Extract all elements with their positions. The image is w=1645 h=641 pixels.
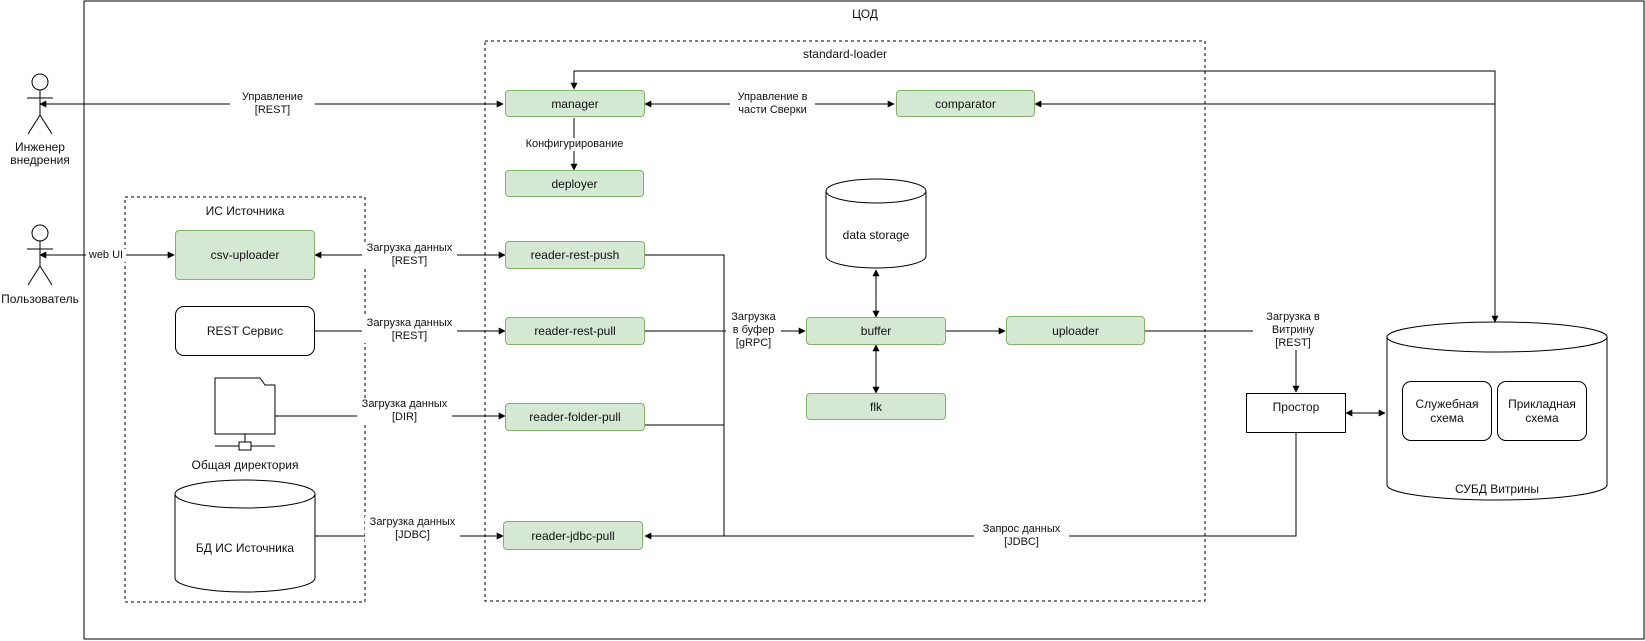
edge-label-load-dir: Загрузка данных [DIR] (357, 398, 452, 424)
reader-rest-push-node[interactable]: reader-rest-push (505, 241, 645, 269)
edge-label-reconcile: Управление в части Сверки (730, 91, 815, 117)
csv-uploader-node[interactable]: csv-uploader (175, 230, 315, 280)
engineer-label: Инженер внедрения (0, 141, 80, 167)
edge-label-web-ui: web UI (86, 249, 126, 262)
edge-label-management: Управление [REST] (230, 91, 315, 117)
source-db-label: БД ИС Источника (195, 541, 295, 555)
edge-label-load-pull: Загрузка данных [REST] (362, 317, 457, 343)
edge-top-loop (570, 70, 1499, 323)
rest-service-node[interactable]: REST Сервис (175, 306, 315, 356)
edge-prostor-jdbc (644, 433, 1297, 540)
source-is-title: ИС Источника (205, 204, 285, 218)
edge-label-load-buffer: Загрузка в буфер [gRPC] (726, 311, 781, 350)
reader-jdbc-pull-node[interactable]: reader-jdbc-pull (503, 521, 643, 550)
user-actor-icon (27, 224, 53, 286)
edge-push-bus (645, 254, 725, 536)
edge-label-data-request: Запрос данных [JDBC] (974, 523, 1069, 549)
user-label: Пользователь (0, 293, 82, 306)
source-is-frame (124, 196, 366, 603)
shared-dir-label: Общая директория (191, 458, 299, 472)
applied-schema-node[interactable]: Прикладная схема (1497, 381, 1587, 441)
reader-rest-pull-node[interactable]: reader-rest-pull (505, 317, 645, 345)
comparator-node[interactable]: comparator (896, 90, 1035, 117)
prostor-node[interactable]: Простор (1246, 393, 1346, 433)
shared-folder-icon (214, 377, 276, 451)
service-schema-node[interactable]: Служебная схема (1402, 381, 1492, 441)
edge-label-load-jdbc: Загрузка данных [JDBC] (365, 516, 460, 542)
edge-label-load-vitrina: Загрузка в Витрину [REST] (1253, 311, 1333, 350)
flk-node[interactable]: flk (806, 393, 946, 420)
cod-frame (83, 0, 1645, 640)
data-storage-cylinder (825, 178, 927, 269)
dbms-label: СУБД Витрины (1454, 482, 1540, 496)
standard-loader-frame (484, 40, 1206, 602)
source-db-cylinder (174, 479, 316, 593)
standard-loader-title: standard-loader (802, 47, 888, 61)
uploader-node[interactable]: uploader (1006, 316, 1145, 345)
buffer-node[interactable]: buffer (806, 317, 946, 345)
edge-label-configuring: Конфигурирование (522, 138, 627, 151)
manager-node[interactable]: manager (505, 90, 645, 117)
reader-folder-pull-node[interactable]: reader-folder-pull (505, 403, 645, 431)
cod-title: ЦОД (852, 7, 878, 21)
deployer-node[interactable]: deployer (505, 170, 644, 197)
data-storage-label: data storage (842, 228, 910, 242)
edge-label-load-push: Загрузка данных [REST] (362, 242, 457, 268)
